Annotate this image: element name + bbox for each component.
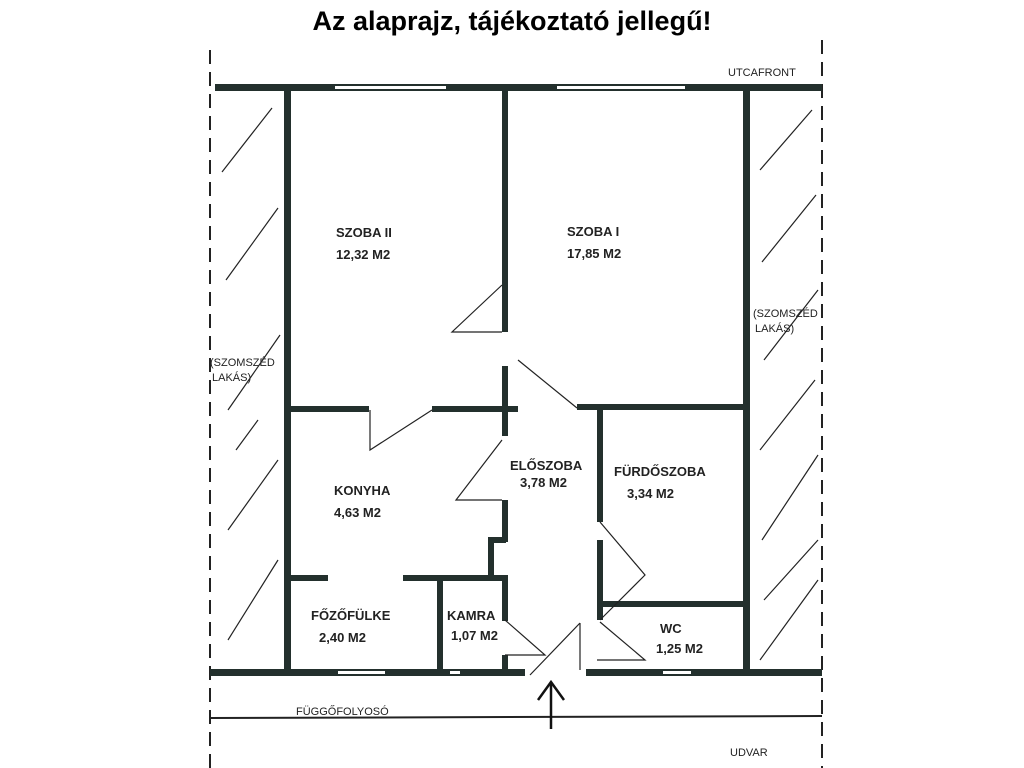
room-area-szoba-i: 17,85 M2 <box>567 246 621 261</box>
room-name-kamra: KAMRA <box>447 608 496 623</box>
room-area-konyha: 4,63 M2 <box>334 505 381 520</box>
room-name-fozofulke: FŐZŐFÜLKE <box>311 608 391 623</box>
neighbor-left-line1: (SZOMSZÉD <box>210 356 275 369</box>
walls <box>209 84 823 719</box>
neighbor-left-line2: LAKÁS) <box>212 371 251 384</box>
door-swings <box>369 284 647 676</box>
window <box>663 671 691 674</box>
room-area-eloszoba: 3,78 M2 <box>520 475 567 490</box>
room-name-eloszoba: ELŐSZOBA <box>510 458 583 473</box>
room-area-szoba-ii: 12,32 M2 <box>336 247 390 262</box>
room-area-kamra: 1,07 M2 <box>451 628 498 643</box>
window <box>338 671 385 674</box>
room-name-furdoszoba: FÜRDŐSZOBA <box>614 464 706 479</box>
room-area-wc: 1,25 M2 <box>656 641 703 656</box>
neighbor-right-line2: LAKÁS) <box>755 322 794 335</box>
neighbor-right-line1: (SZOMSZÉD <box>753 307 818 320</box>
room-name-konyha: KONYHA <box>334 483 391 498</box>
room-name-szoba-ii: SZOBA II <box>336 225 392 240</box>
neighbor-hatching <box>221 107 819 661</box>
page-title: Az alaprajz, tájékoztató jellegű! <box>312 6 712 36</box>
window <box>335 86 446 89</box>
courtyard-label: UDVAR <box>730 747 768 759</box>
window <box>450 671 460 674</box>
room-name-szoba-i: SZOBA I <box>567 224 619 239</box>
entrance-arrow-icon <box>536 679 566 729</box>
room-area-furdoszoba: 3,34 M2 <box>627 486 674 501</box>
street-label: UTCAFRONT <box>728 67 796 79</box>
room-name-wc: WC <box>660 621 682 636</box>
room-area-fozofulke: 2,40 M2 <box>319 630 366 645</box>
corridor-label: FÜGGŐFOLYOSÓ <box>296 704 389 718</box>
window <box>557 86 685 89</box>
